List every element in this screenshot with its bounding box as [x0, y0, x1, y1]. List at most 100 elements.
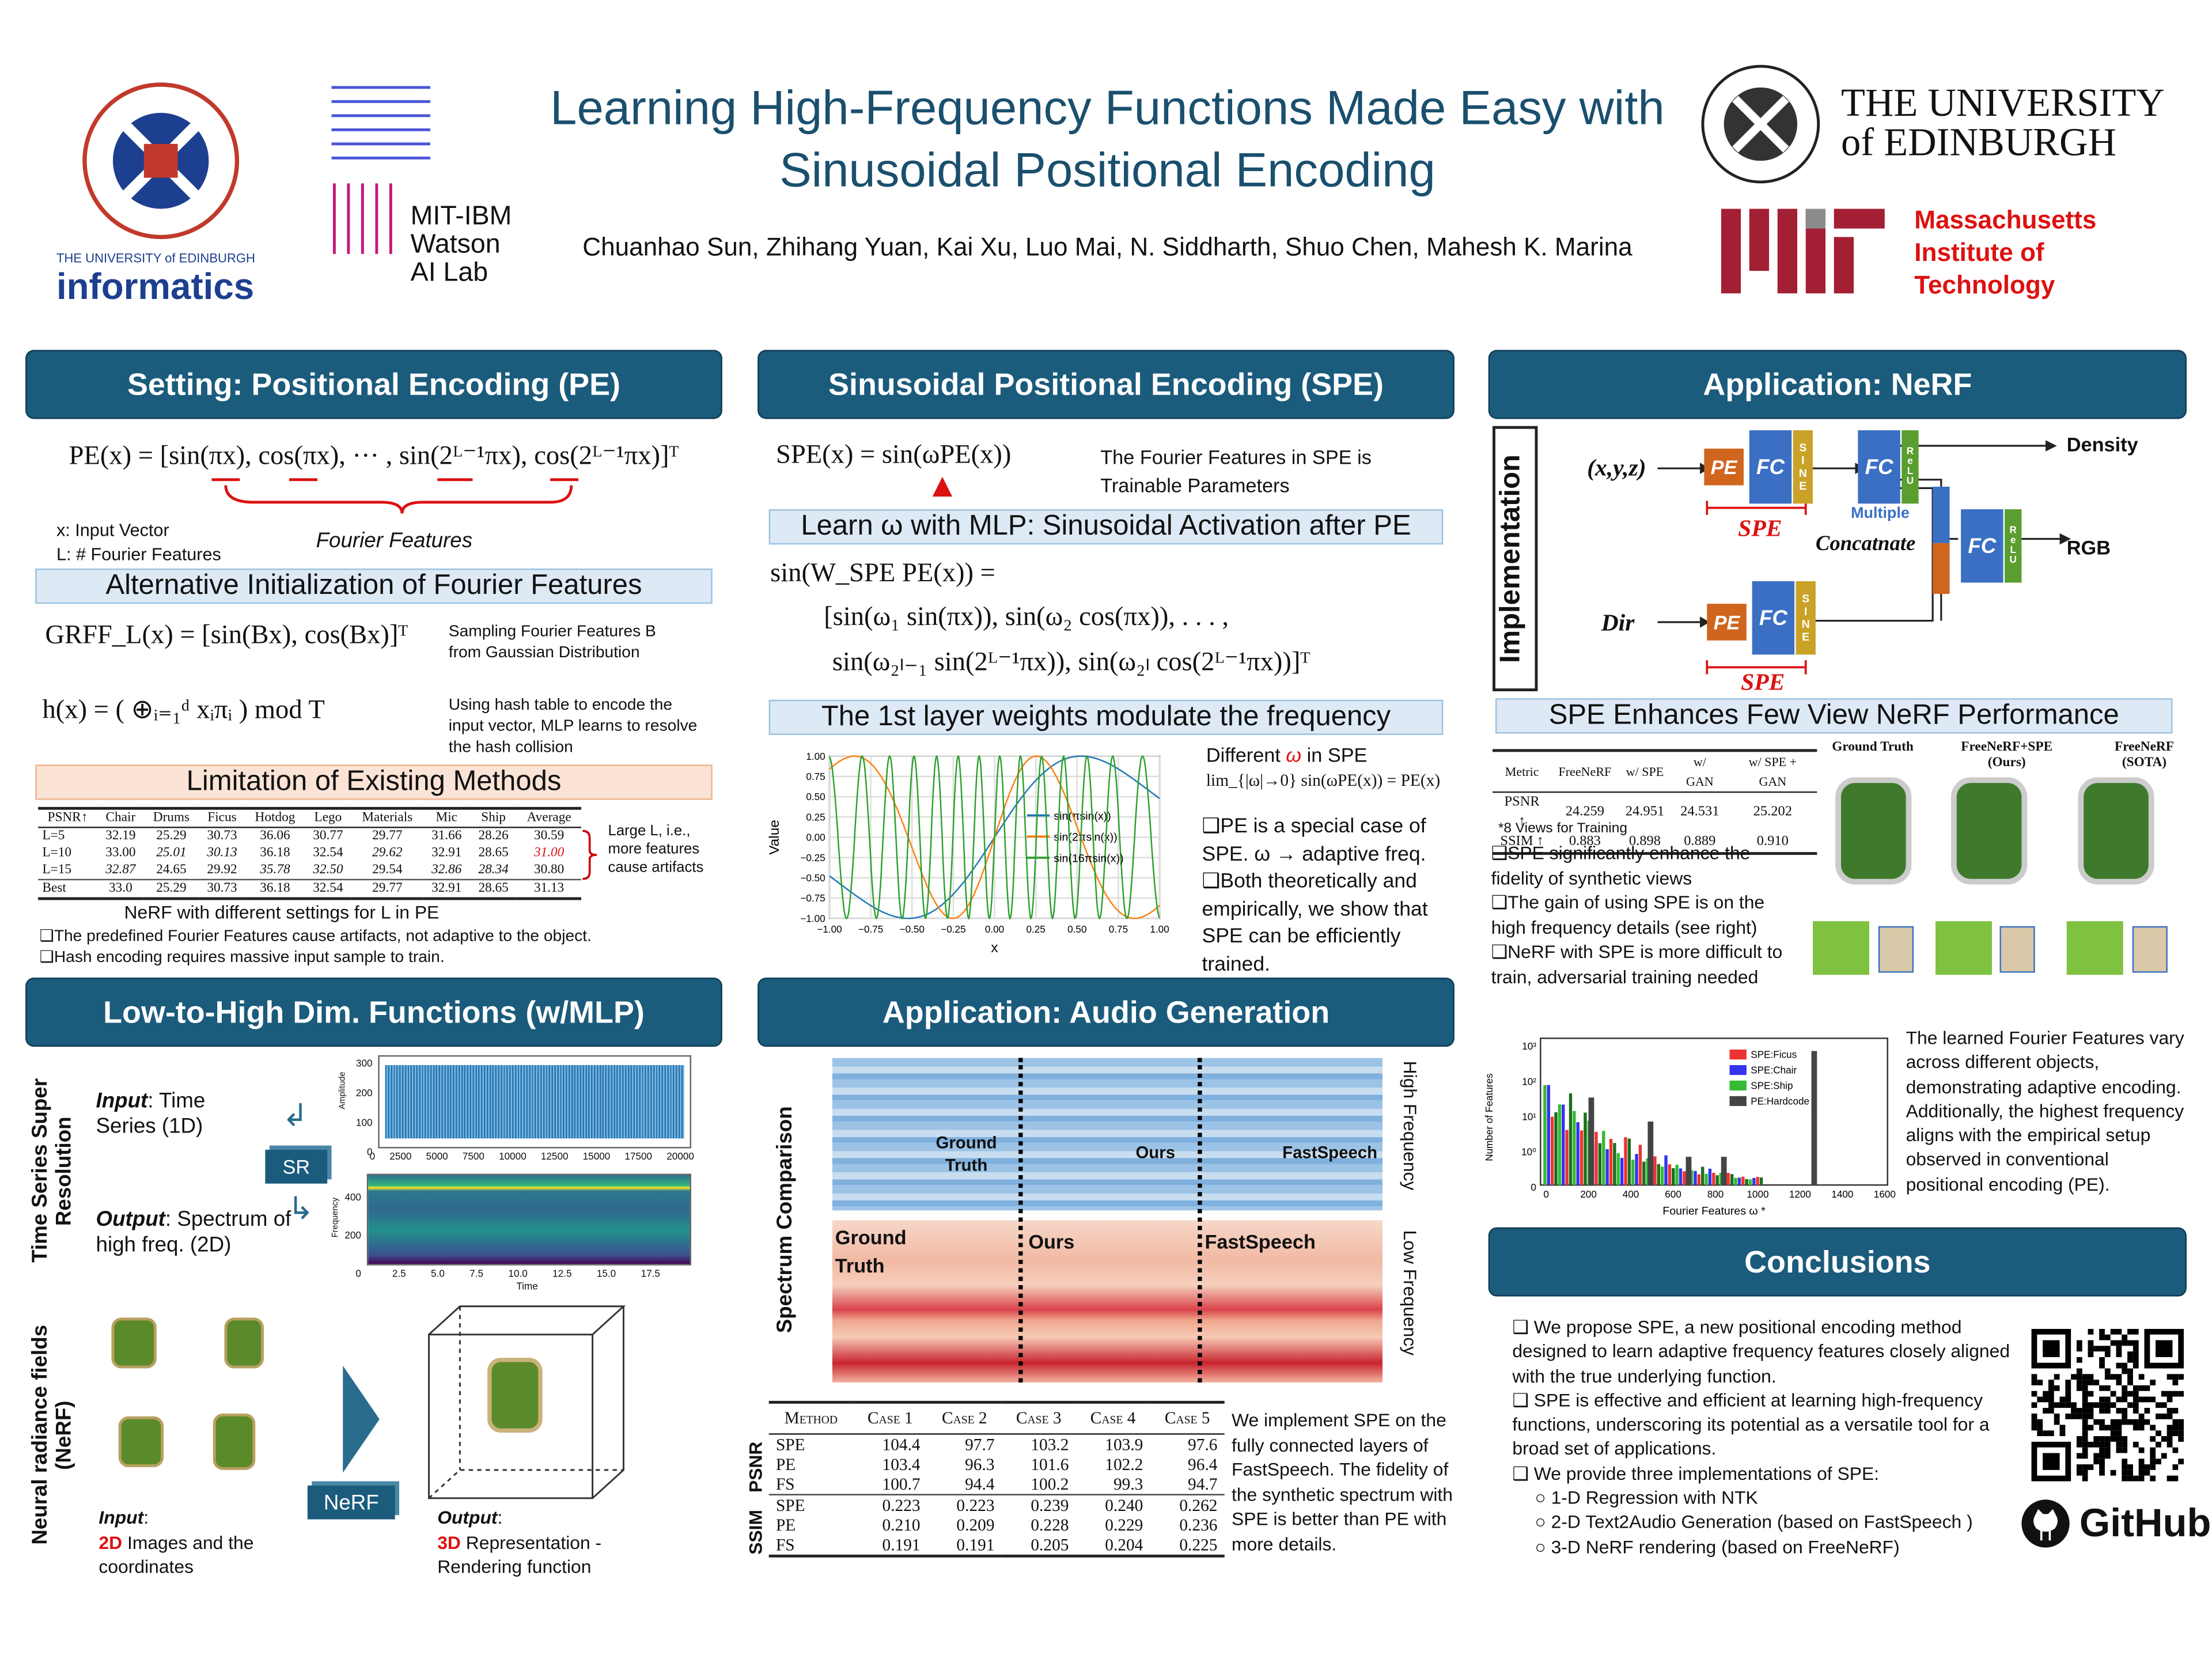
- table-cell: 29.62: [372, 846, 403, 861]
- table-header: Mic: [435, 811, 458, 825]
- conclusion-sub-1: ○ 1-D Regression with NTK: [1535, 1487, 1758, 1509]
- table-cell: 32.54: [313, 846, 343, 861]
- hist-bar: [1664, 1155, 1668, 1185]
- section-audio-header: Application: Audio Generation: [757, 978, 1455, 1047]
- table-cell: SPE: [775, 1434, 805, 1454]
- x-tick-label: 0: [1543, 1188, 1549, 1200]
- sr-box: SR: [265, 1149, 328, 1184]
- tick-label: 300: [355, 1059, 373, 1070]
- qr-module: [2082, 1447, 2088, 1453]
- table-cell: 29.54: [372, 863, 403, 878]
- views-note: *8 Views for Training: [1498, 821, 1627, 837]
- qr-module: [2088, 1340, 2094, 1346]
- qr-module: [2133, 1396, 2139, 1403]
- nerf-bullet-2: ❑The gain of using SPE is on the high fr…: [1491, 891, 1765, 938]
- qr-module: [2065, 1396, 2071, 1403]
- qr-module: [2104, 1374, 2111, 1380]
- legend-swatch: [1729, 1050, 1747, 1060]
- hist-bar: [1547, 1085, 1550, 1185]
- qr-module: [2133, 1391, 2139, 1397]
- qr-module: [2116, 1425, 2122, 1431]
- hist-bar: [1550, 1116, 1554, 1185]
- legend-label: PE:Hardcode: [1751, 1096, 1809, 1107]
- hist-bar: [1741, 1176, 1745, 1185]
- x-tick-label: −0.75: [858, 923, 883, 935]
- qr-module: [2076, 1357, 2082, 1363]
- qr-module: [2150, 1464, 2156, 1470]
- y-tick-label: 10²: [1522, 1075, 1536, 1087]
- qr-module: [2065, 1413, 2071, 1419]
- qr-module: [2076, 1413, 2082, 1419]
- legend-swatch: [1729, 1080, 1747, 1091]
- qr-module: [2161, 1413, 2167, 1419]
- table-cell: 32.19: [105, 830, 136, 844]
- qr-module: [2133, 1346, 2139, 1352]
- diff-omega: ω: [1286, 743, 1302, 766]
- y-axis-label: Value: [767, 820, 782, 855]
- tick-label: 15000: [582, 1152, 611, 1162]
- conclusion-bullet-2: ❑ SPE is effective and efficient at lear…: [1512, 1389, 1990, 1460]
- qr-code[interactable]: [2031, 1328, 2184, 1482]
- x-tick-label: 0.50: [1067, 923, 1086, 935]
- qr-module: [2178, 1391, 2184, 1397]
- qr-module: [2088, 1441, 2094, 1448]
- table-cell: 101.6: [1031, 1453, 1069, 1474]
- hist-bar: [1734, 1177, 1737, 1185]
- ts-input-text: : Time Series (1D): [96, 1089, 206, 1138]
- qr-module: [2082, 1408, 2088, 1414]
- qr-module: [2099, 1357, 2105, 1363]
- tick-label: 10000: [499, 1152, 527, 1162]
- table-header: Average: [527, 811, 571, 825]
- qr-module: [2122, 1362, 2128, 1369]
- arrow-down-right-icon: ↳: [287, 1190, 314, 1226]
- table-header: Lego: [314, 811, 342, 825]
- hist-bar: [1576, 1122, 1580, 1185]
- qr-module: [2048, 1408, 2054, 1414]
- table-cell: 0.240: [1105, 1494, 1143, 1515]
- qr-module: [2099, 1346, 2105, 1352]
- x-tick-label: 0.25: [1027, 923, 1046, 935]
- qr-module: [2076, 1368, 2082, 1374]
- table-cell: L=5: [42, 830, 65, 844]
- qr-module: [2099, 1419, 2105, 1425]
- pe-bullet-2: ❑Hash encoding requires massive input sa…: [39, 949, 445, 967]
- table-cell: 24.951: [1625, 804, 1665, 820]
- conclusion-bullet-3: ❑ We provide three implementations of SP…: [1512, 1463, 1880, 1484]
- hist-bar: [1598, 1143, 1602, 1185]
- legend-label: sin(16πsin(x)): [1054, 852, 1123, 865]
- pe-table-note: Large L, i.e., more features cause artif…: [608, 822, 704, 876]
- nerf-input-bold: Input: [99, 1506, 144, 1528]
- low-freq-spectrum: [832, 1220, 1383, 1383]
- hash-note: Using hash table to encode the input vec…: [448, 696, 698, 756]
- table-cell: 31.13: [533, 881, 565, 896]
- x-tick-label: 0.75: [1109, 923, 1128, 935]
- hist-bar-hardcode: [1685, 1157, 1692, 1185]
- github-link[interactable]: GitHub: [2020, 1498, 2211, 1549]
- qr-module: [2043, 1430, 2048, 1437]
- qr-module: [2093, 1380, 2100, 1385]
- qr-module: [2156, 1430, 2161, 1437]
- qr-module: [2138, 1396, 2145, 1403]
- table-cell: 103.9: [1105, 1434, 1143, 1454]
- mit-text: Massachusetts Institute of Technology: [1914, 204, 2096, 302]
- qr-module: [2138, 1464, 2145, 1470]
- table-cell: 0.228: [1031, 1514, 1069, 1535]
- hash-formula: h(x) = ( ⊕ᵢ₌₁ᵈ xᵢπᵢ ) mod T: [42, 695, 325, 725]
- qr-module: [2099, 1436, 2105, 1442]
- hist-bar: [1759, 1177, 1763, 1185]
- hist-bar: [1752, 1177, 1756, 1185]
- hist-bar: [1631, 1160, 1635, 1185]
- conclusion-sub-2: ○ 2-D Text2Audio Generation (based on Fa…: [1535, 1511, 1973, 1533]
- qr-module: [2059, 1425, 2066, 1431]
- qr-module: [2138, 1459, 2145, 1465]
- pe-x-label: x: Input Vector: [56, 520, 169, 540]
- implementation-label: Implementation: [1493, 426, 1538, 692]
- qr-module: [2127, 1419, 2133, 1425]
- qr-module: [2076, 1340, 2082, 1346]
- nerf-input-2d: 2D: [99, 1531, 123, 1553]
- qr-module: [2116, 1419, 2122, 1425]
- bottom-label-gt: Ground Truth: [835, 1226, 907, 1277]
